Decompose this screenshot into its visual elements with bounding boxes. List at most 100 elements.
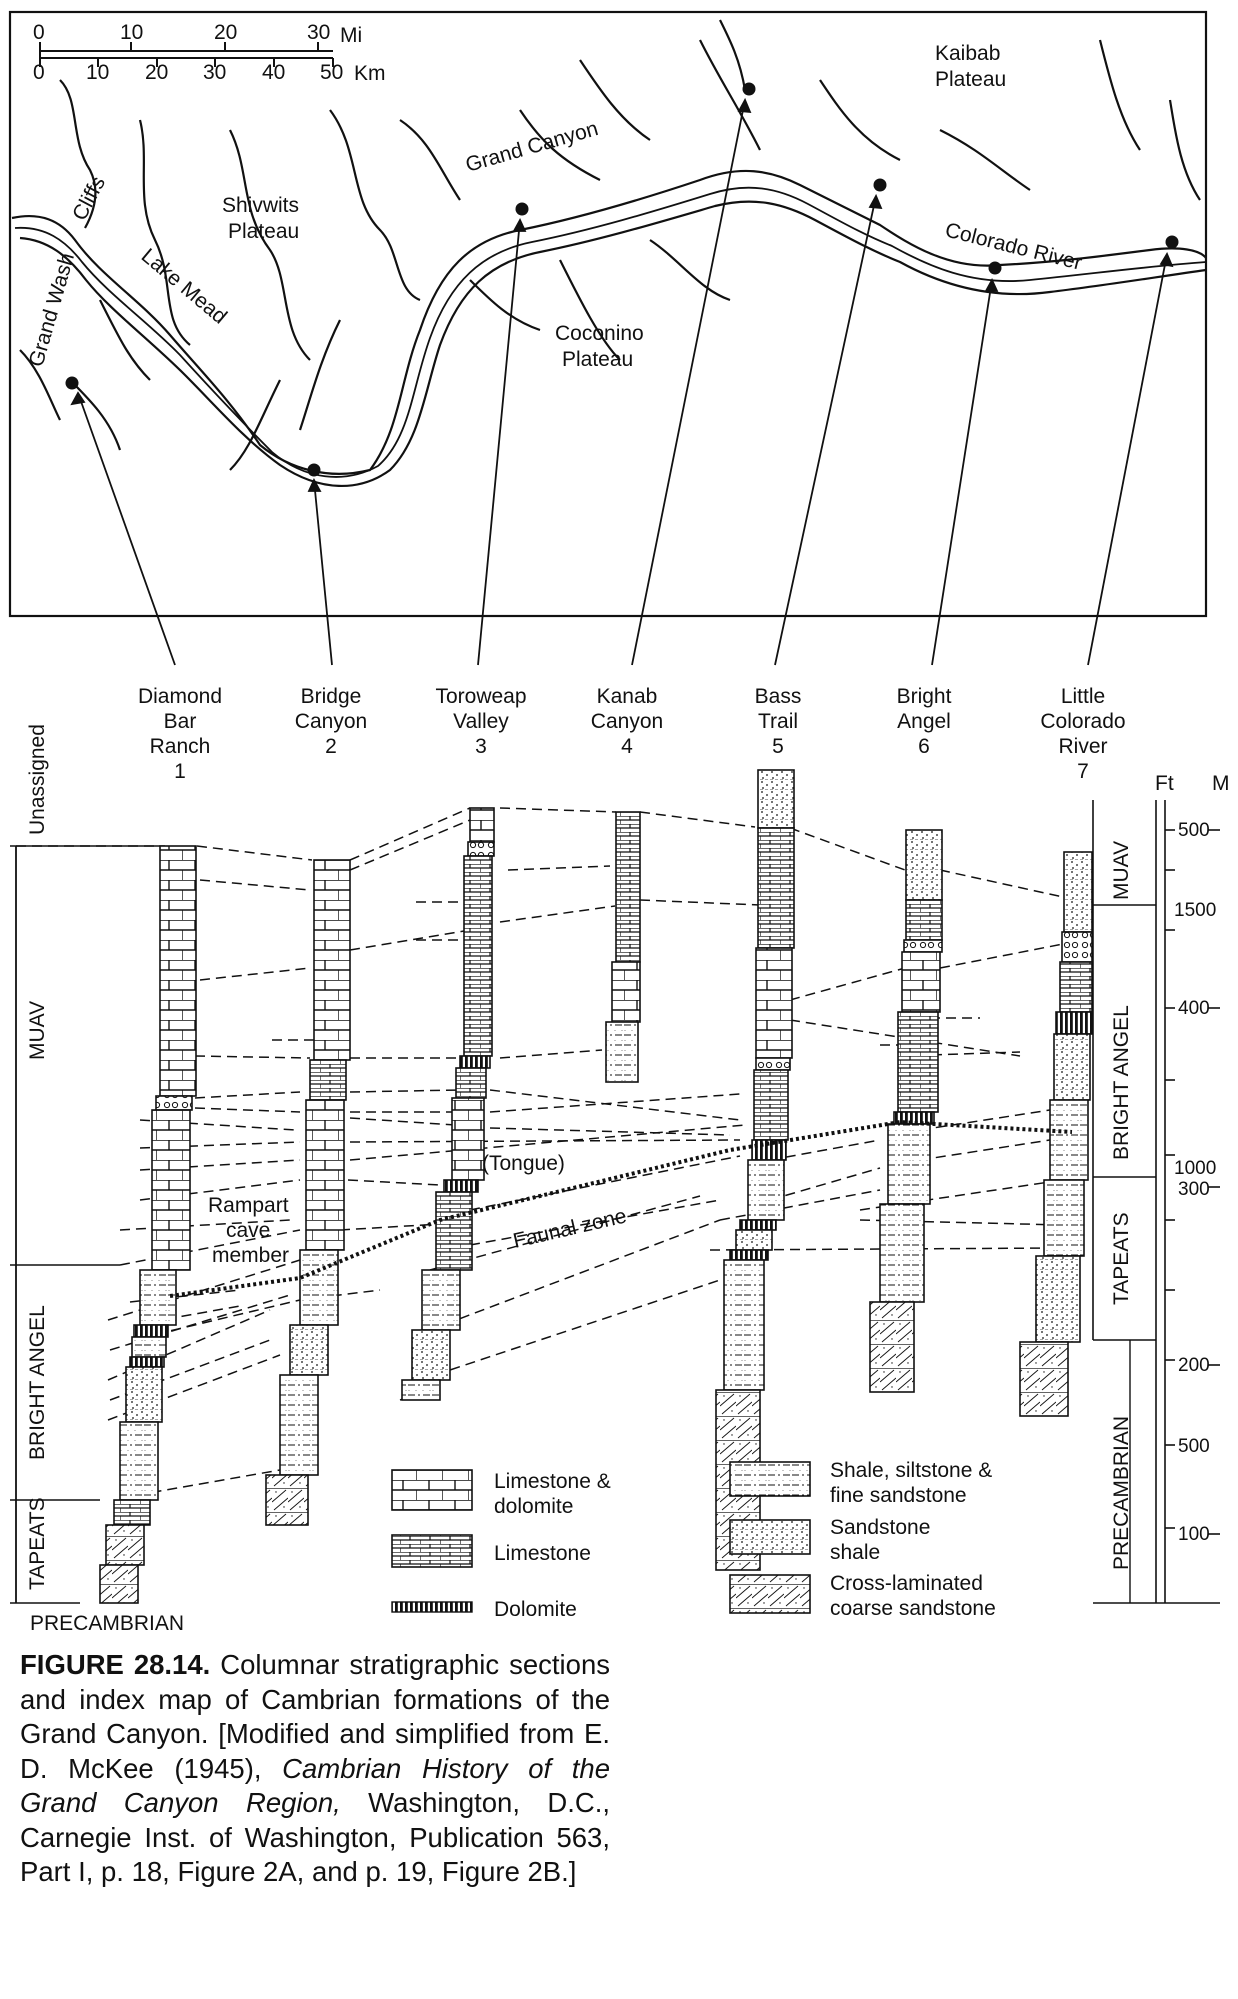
- scale-km-30: 30: [203, 61, 226, 84]
- map-point-4: [742, 82, 756, 96]
- section-1-number: 1: [174, 760, 186, 783]
- legend-swatch-limestone-dolomite: [391, 1469, 473, 1511]
- scale-ft-1000: 1000: [1174, 1158, 1216, 1179]
- legend-limestone: Limestone: [494, 1542, 591, 1565]
- section-1-line-1: Diamond: [138, 685, 222, 708]
- section-2-line-2: Canyon: [295, 710, 367, 733]
- map-scale-bar: [39, 42, 334, 67]
- column-3: [401, 807, 495, 1401]
- scale-mi-unit: Mi: [340, 24, 362, 47]
- column-2: [265, 859, 351, 1526]
- section-headers: Diamond Bar Ranch 1 Bridge Canyon 2 Toro…: [138, 685, 1126, 783]
- column-7: [1019, 851, 1093, 1417]
- caption-text-1: Columnar stratigraphic sections and inde…: [20, 1649, 610, 1784]
- section-7-line-1: Little: [1061, 685, 1105, 708]
- legend-sandstone-2: shale: [830, 1541, 880, 1564]
- section-6-number: 6: [918, 735, 930, 758]
- legend: Limestone & dolomite Limestone Dolomite …: [391, 1459, 996, 1621]
- label-colorado-river: Colorado River: [943, 219, 1084, 275]
- figure-caption: FIGURE 28.14. Columnar stratigraphic sec…: [20, 1648, 610, 1890]
- left-unassigned: Unassigned: [26, 724, 49, 835]
- scale-km-0: 0: [33, 61, 45, 84]
- annotation-tongue: (Tongue): [482, 1152, 565, 1175]
- map-point-2: [307, 463, 321, 477]
- scale-km-unit: Km: [354, 62, 386, 85]
- section-4-number: 4: [621, 735, 633, 758]
- correlation-lines: [16, 807, 1064, 1499]
- legend-crosslam-1: Cross-laminated: [830, 1572, 983, 1595]
- section-5-line-1: Bass: [755, 685, 802, 708]
- scale-mi-0: 0: [33, 21, 45, 44]
- scale-km-40: 40: [262, 61, 285, 84]
- section-3-line-1: Toroweap: [435, 685, 526, 708]
- right-precambrian: PRECAMBRIAN: [1110, 1416, 1133, 1570]
- legend-shale-2: fine sandstone: [830, 1484, 967, 1507]
- leader-arrows: [70, 97, 1174, 666]
- label-shivwits-2: Plateau: [228, 220, 299, 243]
- section-1-line-2: Bar: [164, 710, 197, 733]
- legend-swatch-crosslam: [729, 1574, 811, 1614]
- section-4-line-2: Canyon: [591, 710, 663, 733]
- caption-figure-label: FIGURE 28.14.: [20, 1649, 211, 1680]
- scale-m-200: 200: [1178, 1355, 1210, 1376]
- legend-limestone-dolomite-1: Limestone &: [494, 1470, 611, 1493]
- annotation-rampart-3: member: [212, 1244, 289, 1267]
- legend-crosslam-2: coarse sandstone: [830, 1597, 996, 1620]
- index-map: 0 10 20 30 Mi 0 10 20 30 40 50 Km: [8, 10, 1208, 666]
- legend-limestone-dolomite-2: dolomite: [494, 1495, 573, 1518]
- legend-dolomite: Dolomite: [494, 1598, 577, 1621]
- label-coconino-1: Coconino: [555, 322, 644, 345]
- legend-shale-1: Shale, siltstone &: [830, 1459, 992, 1482]
- column-6: [869, 829, 943, 1393]
- scale-mi-30: 30: [307, 21, 330, 44]
- legend-swatch-sandstone: [729, 1519, 811, 1555]
- map-point-3: [515, 202, 529, 216]
- section-7-number: 7: [1077, 760, 1089, 783]
- right-bright-angel: BRIGHT ANGEL: [1110, 1005, 1133, 1160]
- section-4-line-1: Kanab: [597, 685, 658, 708]
- section-2-number: 2: [325, 735, 337, 758]
- section-6-line-2: Angel: [897, 710, 951, 733]
- left-tapeats: TAPEATS: [26, 1497, 49, 1590]
- annotation-rampart-1: Rampart: [208, 1194, 289, 1217]
- map-point-1: [65, 376, 79, 390]
- label-coconino-2: Plateau: [562, 348, 633, 371]
- scale-ft-500: 500: [1178, 1436, 1210, 1457]
- scale-ft-label: Ft: [1155, 772, 1174, 795]
- map-point-6: [988, 261, 1002, 275]
- scale-m-100: 100: [1178, 1524, 1210, 1545]
- scale-mi-20: 20: [214, 21, 237, 44]
- caption-text-2: Washington, D.C., Carnegie Inst. of Wash…: [20, 1787, 610, 1887]
- section-3-number: 3: [475, 735, 487, 758]
- label-kaibab-1: Kaibab: [935, 42, 1000, 65]
- left-muav: MUAV: [26, 1001, 49, 1060]
- map-point-7: [1165, 235, 1179, 249]
- section-6-line-1: Bright: [897, 685, 952, 708]
- caption-title-italic: Cambrian History of the Grand Canyon Reg…: [20, 1752, 610, 1819]
- column-1: [99, 845, 197, 1604]
- section-points: [65, 82, 1179, 477]
- legend-swatch-limestone: [391, 1534, 473, 1568]
- scale-km-10: 10: [86, 61, 109, 84]
- scale-m-400: 400: [1178, 998, 1210, 1019]
- legend-sandstone-1: Sandstone: [830, 1516, 930, 1539]
- left-precambrian: PRECAMBRIAN: [30, 1612, 184, 1635]
- column-4: [605, 811, 641, 1083]
- faunal-zone-line: [169, 1119, 1073, 1298]
- section-7-line-3: River: [1058, 735, 1107, 758]
- section-3-line-2: Valley: [453, 710, 509, 733]
- scale-mi-10: 10: [120, 21, 143, 44]
- legend-swatch-dolomite: [391, 1601, 473, 1613]
- annotation-rampart-2: cave: [226, 1219, 270, 1242]
- left-formation-scale: Unassigned MUAV BRIGHT ANGEL TAPEATS PRE…: [10, 724, 184, 1635]
- section-1-line-3: Ranch: [150, 735, 211, 758]
- section-5-number: 5: [772, 735, 784, 758]
- label-shivwits-1: Shivwits: [222, 194, 299, 217]
- left-bright-angel: BRIGHT ANGEL: [26, 1305, 49, 1460]
- label-cliffs: Cliffs: [68, 173, 110, 225]
- label-kaibab-2: Plateau: [935, 68, 1006, 91]
- column-5: [715, 769, 795, 1571]
- annotation-faunal-zone: Faunal zone: [511, 1204, 629, 1252]
- right-formation-scale: MUAV BRIGHT ANGEL TAPEATS PRECAMBRIAN Ft…: [1092, 772, 1230, 1604]
